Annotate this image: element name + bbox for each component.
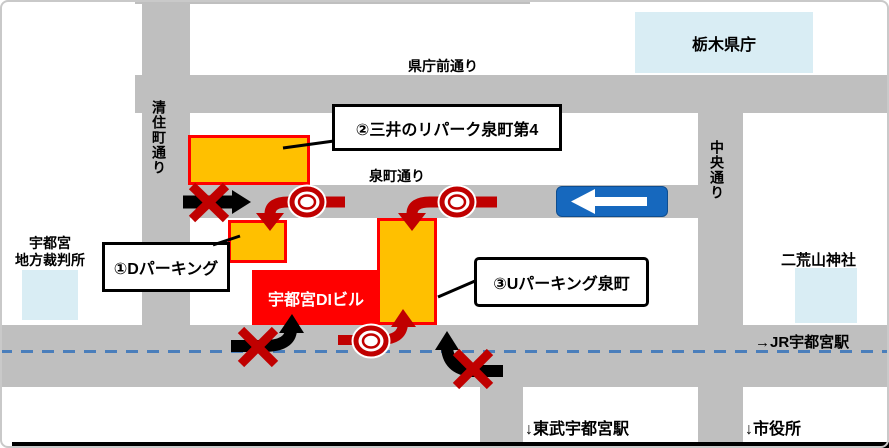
one-way-left-arrow-icon [571,189,647,214]
shrine-building [795,268,857,323]
district-court-building [22,270,78,320]
jr-station-label: →JR宇都宮駅 [755,334,850,351]
shrine-label: 二荒山神社 [781,252,857,269]
map-bottom-border [12,442,889,448]
prefectural-office-label: 栃木県庁 [691,36,756,54]
road-top-edge-stub [135,0,530,4]
callout-parking-1-label: ①Dパーキング [113,261,219,278]
street-label-kiyosumicho: 清住町通り [151,100,167,175]
callout-parking-2-label: ②三井のリパーク泉町第4 [355,121,539,139]
district-court-label-line2: 地方裁判所 [15,252,85,268]
prefectural-office-building: 栃木県庁 [635,12,813,73]
one-way-sign [556,186,668,217]
callout-parking-2: ②三井のリパーク泉町第4 [332,104,562,151]
city-hall-label: ↓市役所 [745,421,802,438]
callout-parking-1: ①Dパーキング [102,242,230,292]
parking-2-mitsui-repark-lot [188,135,310,185]
street-label-kenchomae: 県庁前通り [408,58,478,74]
district-court-label: 宇都宮 地方裁判所 [0,235,100,269]
utsunomiya-di-building: 宇都宮DIビル [252,270,380,325]
leader-line-parking-3 [437,279,476,299]
callout-parking-3-label: ③Uパーキング泉町 [493,276,630,293]
di-building-label: 宇都宮DIビル [267,291,364,309]
parking-1-d-parking-lot [228,220,287,263]
road-bottom-center-branch [480,387,523,442]
railway-dashed-line [0,350,889,353]
tobu-station-label: ↓東武宇都宮駅 [525,421,630,438]
street-label-izumicho: 泉町通り [369,168,425,184]
parking-3-u-parking-lot [377,218,437,325]
callout-parking-3: ③Uパーキング泉町 [474,257,649,307]
district-court-label-line1: 宇都宮 [29,235,71,251]
street-label-chuo: 中央通り [709,140,725,200]
